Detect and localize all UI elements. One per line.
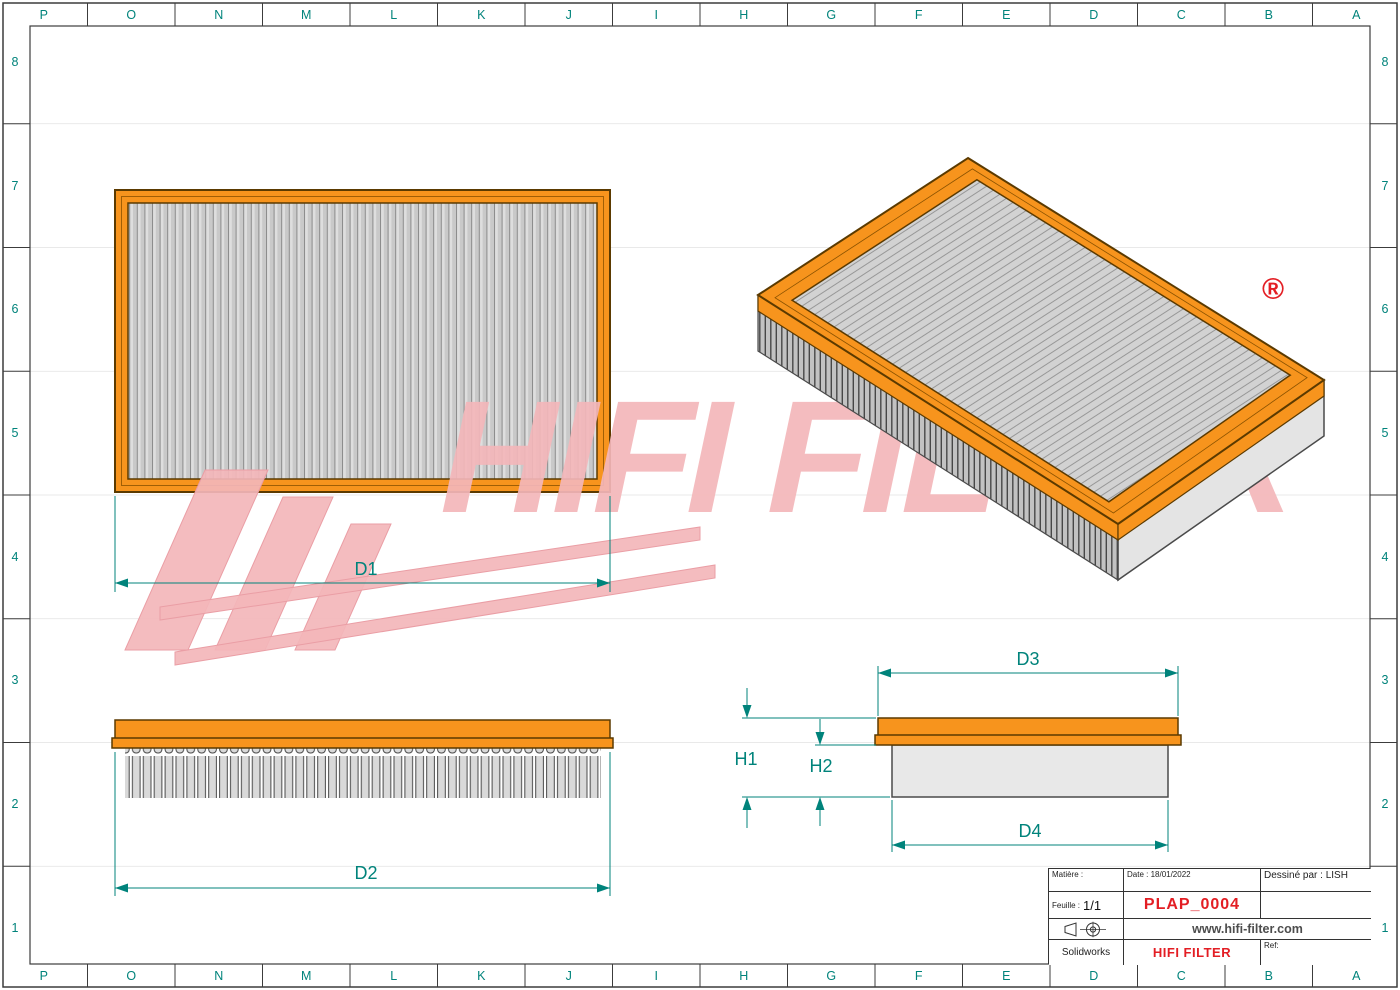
- titleblock-projection-cell: [1049, 919, 1124, 940]
- grid-label-right: 1: [1382, 921, 1389, 935]
- part-number: PLAP_0004: [1143, 896, 1241, 913]
- profile-view: [874, 717, 1182, 798]
- side-view: [111, 719, 614, 798]
- grid-label-top: H: [739, 8, 748, 22]
- titleblock-ref-cell: Ref:: [1261, 940, 1371, 965]
- grid-label-top: D: [1089, 8, 1098, 22]
- grid-label-bottom: F: [915, 969, 923, 983]
- titleblock-sheet-cell: Feuille : 1/1: [1049, 892, 1124, 919]
- registered-symbol: ®: [1262, 273, 1284, 306]
- grid-label-right: 4: [1382, 550, 1389, 564]
- grid-label-top: B: [1265, 8, 1273, 22]
- grid-label-left: 2: [12, 797, 19, 811]
- titleblock-partnumber-cell: PLAP_0004: [1124, 892, 1261, 919]
- grid-label-left: 7: [12, 179, 19, 193]
- grid-label-left: 1: [12, 921, 19, 935]
- titleblock-empty-cell: [1261, 892, 1371, 919]
- grid-label-top: L: [390, 8, 397, 22]
- grid-label-bottom: H: [739, 969, 748, 983]
- grid-label-bottom: O: [126, 969, 136, 983]
- grid-label-bottom: A: [1352, 969, 1361, 983]
- watermark-logo: [124, 469, 716, 666]
- zone-ticks-bottom: [87, 964, 1313, 987]
- grid-label-bottom: N: [214, 969, 223, 983]
- grid-label-bottom: G: [826, 969, 836, 983]
- grid-label-right: 3: [1382, 673, 1389, 687]
- projection-symbol-icon: [1064, 921, 1106, 937]
- titleblock-author-cell: Dessiné par : LISH: [1261, 869, 1371, 892]
- grid-label-top: A: [1352, 8, 1361, 22]
- grid-label-top: E: [1002, 8, 1010, 22]
- ref-label: Ref:: [1264, 941, 1279, 950]
- material-label: Matière :: [1052, 870, 1084, 879]
- dimension-label-h1: H1: [734, 749, 757, 769]
- titleblock-date-cell: Date : 18/01/2022: [1124, 869, 1261, 892]
- dimension-label-d3: D3: [1016, 649, 1039, 669]
- brand-text: HIFI FILTER: [1152, 945, 1232, 960]
- grid-label-top: P: [40, 8, 48, 22]
- grid-label-left: 6: [12, 302, 19, 316]
- grid-label-top: K: [477, 8, 486, 22]
- dimension-label-d4: D4: [1018, 821, 1041, 841]
- grid-label-bottom: J: [566, 969, 572, 983]
- grid-label-bottom: L: [390, 969, 397, 983]
- grid-label-left: 5: [12, 426, 19, 440]
- grid-label-bottom: B: [1265, 969, 1273, 983]
- titleblock-software-cell: Solidworks: [1049, 940, 1124, 965]
- grid-label-top: O: [126, 8, 136, 22]
- dimension-d4: D4: [891, 800, 1169, 852]
- zone-ticks-right: [1370, 123, 1397, 867]
- grid-label-bottom: I: [655, 969, 658, 983]
- grid-label-bottom: E: [1002, 969, 1010, 983]
- dimension-label-d2: D2: [354, 863, 377, 883]
- grid-label-bottom: M: [301, 969, 311, 983]
- software-label: Solidworks: [1061, 947, 1111, 958]
- grid-label-bottom: K: [477, 969, 486, 983]
- sheet-value: 1/1: [1083, 897, 1102, 913]
- grid-label-bottom: D: [1089, 969, 1098, 983]
- front-view: [114, 189, 611, 493]
- grid-label-top: N: [214, 8, 223, 22]
- dimension-h2: H2: [809, 719, 876, 826]
- grid-label-top: F: [915, 8, 923, 22]
- sheet-label: Feuille :: [1052, 900, 1081, 910]
- dimension-h1: H1: [734, 688, 890, 828]
- grid-label-top: J: [566, 8, 572, 22]
- grid-label-top: M: [301, 8, 311, 22]
- titleblock-brand-cell: HIFI FILTER: [1124, 940, 1261, 965]
- website-text: www.hifi-filter.com: [1192, 922, 1303, 936]
- dimension-label-h2: H2: [809, 756, 832, 776]
- grid-label-left: 8: [12, 55, 19, 69]
- dimension-d3: D3: [877, 649, 1179, 716]
- zone-ticks-top: [87, 3, 1313, 26]
- grid-label-bottom: C: [1177, 969, 1186, 983]
- title-block: Matière : Date : 18/01/2022 Dessiné par …: [1048, 868, 1371, 965]
- dimension-d2: D2: [114, 752, 611, 896]
- grid-label-left: 4: [12, 550, 19, 564]
- grid-label-top: C: [1177, 8, 1186, 22]
- dimension-label-d1: D1: [354, 559, 377, 579]
- grid-label-top: G: [826, 8, 836, 22]
- date-label: Date : 18/01/2022: [1127, 870, 1191, 879]
- grid-label-right: 8: [1382, 55, 1389, 69]
- zone-ticks-left: [3, 123, 30, 867]
- grid-label-right: 2: [1382, 797, 1389, 811]
- titleblock-website-cell: www.hifi-filter.com: [1124, 919, 1371, 940]
- grid-label-right: 6: [1382, 302, 1389, 316]
- grid-labels: P O N M L K J I H G F E D C B A P O N M …: [12, 8, 1389, 983]
- grid-label-bottom: P: [40, 969, 48, 983]
- grid-label-top: I: [655, 8, 658, 22]
- grid-label-right: 5: [1382, 426, 1389, 440]
- author-label: Dessiné par : LISH: [1264, 870, 1348, 881]
- isometric-view: [756, 156, 1326, 582]
- dimension-d1: D1: [114, 496, 611, 592]
- titleblock-material-cell: Matière :: [1049, 869, 1124, 892]
- grid-label-right: 7: [1382, 179, 1389, 193]
- grid-label-left: 3: [12, 673, 19, 687]
